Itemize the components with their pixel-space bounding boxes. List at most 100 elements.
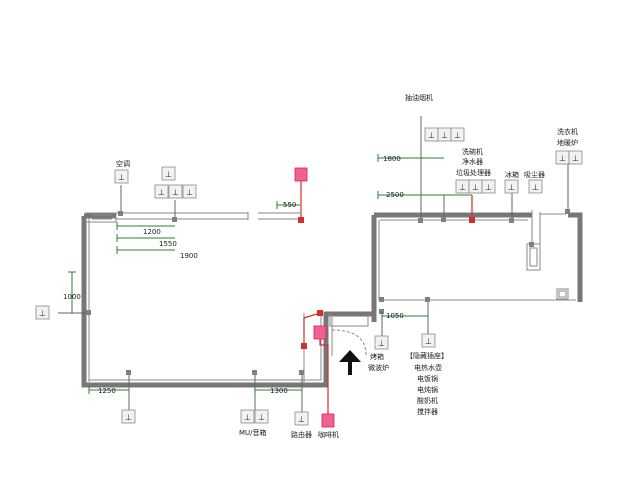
dim-1000: 1000 xyxy=(63,293,81,301)
svg-text:⊥: ⊥ xyxy=(459,183,466,192)
label-washer: 洗衣机 xyxy=(557,127,578,136)
socket-icon: ⊥ xyxy=(154,184,169,199)
svg-text:⊥: ⊥ xyxy=(428,131,435,140)
label-mu: MU/音箱 xyxy=(239,428,267,437)
label-hidden-item: 电饭锅 xyxy=(417,374,438,383)
node xyxy=(529,242,534,247)
node xyxy=(509,218,514,223)
label-hidden-item: 电炖锅 xyxy=(417,385,438,394)
right-room-walls xyxy=(371,210,583,322)
door xyxy=(329,314,369,356)
socket-icon: ⊥ xyxy=(168,184,183,199)
svg-text:⊥: ⊥ xyxy=(378,339,385,348)
svg-text:⊥: ⊥ xyxy=(441,131,448,140)
dimension-lines: 550 1200 1550 1900 1000 1250 1300 1800 2… xyxy=(63,154,472,395)
node xyxy=(379,309,384,314)
dim-1800: 1800 xyxy=(383,155,401,163)
dim-2500: 2500 xyxy=(386,191,404,199)
socket-icon: ⊥ xyxy=(182,184,197,199)
node-red xyxy=(301,343,307,349)
socket-icon: ⊥ xyxy=(468,179,483,194)
label-range-hood: 抽油烟机 xyxy=(405,93,433,102)
node xyxy=(441,217,446,222)
node xyxy=(418,218,423,223)
dim-1300: 1300 xyxy=(270,387,288,395)
label-hidden-item: 电热水壶 xyxy=(414,363,442,372)
label-dishwasher: 洗碗机 xyxy=(462,147,483,156)
label-fridge: 冰箱 xyxy=(505,170,519,179)
label-hidden-header: 【隐藏插座】 xyxy=(406,351,448,360)
svg-text:⊥: ⊥ xyxy=(425,337,432,346)
socket-icon-highlighted xyxy=(294,167,308,182)
svg-text:⊥: ⊥ xyxy=(39,309,46,318)
node-red xyxy=(298,217,304,223)
node xyxy=(252,370,257,375)
socket-icon: ⊥ xyxy=(121,409,136,424)
node xyxy=(425,297,430,302)
label-router: 路由器 xyxy=(291,430,312,439)
socket-icon: ⊥ xyxy=(161,166,176,181)
socket-icon-highlighted xyxy=(313,325,327,340)
svg-text:⊥: ⊥ xyxy=(258,413,265,422)
node xyxy=(172,217,177,222)
svg-text:⊥: ⊥ xyxy=(559,154,566,163)
label-hidden-item: 搅拌器 xyxy=(417,407,438,416)
svg-text:⊥: ⊥ xyxy=(172,188,179,197)
node xyxy=(379,297,384,302)
dim-1550: 1550 xyxy=(159,240,177,248)
socket-icon-highlighted xyxy=(321,413,335,428)
svg-text:⊥: ⊥ xyxy=(125,413,132,422)
svg-text:⊥: ⊥ xyxy=(158,188,165,197)
svg-text:⊥: ⊥ xyxy=(454,131,461,140)
socket-icon: ⊥ xyxy=(374,335,389,350)
socket-icon: ⊥ xyxy=(240,409,255,424)
node-red xyxy=(317,310,323,316)
svg-text:⊥: ⊥ xyxy=(186,188,193,197)
socket-icon: ⊥ xyxy=(455,179,470,194)
label-aircon: 空调 xyxy=(116,159,130,168)
dim-1200: 1200 xyxy=(143,228,161,236)
socket-icon: ⊥ xyxy=(555,150,570,165)
socket-icon: ⊥ xyxy=(424,127,439,142)
svg-text:⊥: ⊥ xyxy=(244,413,251,422)
label-vacuum: 吸尘器 xyxy=(524,170,545,179)
svg-text:⊥: ⊥ xyxy=(572,154,579,163)
label-oven: 烤箱 xyxy=(370,352,384,361)
node xyxy=(126,370,131,375)
socket-icon: ⊥ xyxy=(294,411,309,426)
node xyxy=(565,209,570,214)
node xyxy=(118,211,123,216)
label-coffee: 咖啡机 xyxy=(318,430,339,439)
socket-icon: ⊥ xyxy=(421,333,436,348)
label-water-purifier: 净水器 xyxy=(462,157,483,166)
socket-icon: ⊥ xyxy=(254,409,269,424)
dim-1050: 1050 xyxy=(386,312,404,320)
svg-text:⊥: ⊥ xyxy=(532,183,539,192)
dim-550: 550 xyxy=(283,201,296,209)
label-floor-heater: 地暖炉 xyxy=(557,138,578,147)
socket-icon: ⊥ xyxy=(437,127,452,142)
node-red xyxy=(469,217,475,223)
label-hidden-item: 酸奶机 xyxy=(417,396,438,405)
socket-icon: ⊥ xyxy=(35,305,50,320)
entrance-arrow xyxy=(339,350,361,375)
socket-icon: ⊥ xyxy=(481,179,496,194)
socket-icon: ⊥ xyxy=(504,179,519,194)
label-garbage-disposer: 垃圾处理器 xyxy=(456,168,491,177)
svg-text:⊥: ⊥ xyxy=(508,183,515,192)
svg-text:⊥: ⊥ xyxy=(165,170,172,179)
svg-text:⊥: ⊥ xyxy=(485,183,492,192)
label-microwave: 微波炉 xyxy=(368,363,389,372)
socket-icon: ⊥ xyxy=(528,179,543,194)
socket-icon: ⊥ xyxy=(450,127,465,142)
dim-1900: 1900 xyxy=(180,252,198,260)
node xyxy=(299,370,304,375)
svg-text:⊥: ⊥ xyxy=(472,183,479,192)
svg-text:⊥: ⊥ xyxy=(298,415,305,424)
lead-lines xyxy=(58,116,569,412)
sockets: ⊥ ⊥ ⊥ ⊥ ⊥ ⊥ ⊥ xyxy=(35,127,583,428)
dim-1250: 1250 xyxy=(98,387,116,395)
wall-nodes xyxy=(86,209,570,375)
socket-icon: ⊥ xyxy=(568,150,583,165)
